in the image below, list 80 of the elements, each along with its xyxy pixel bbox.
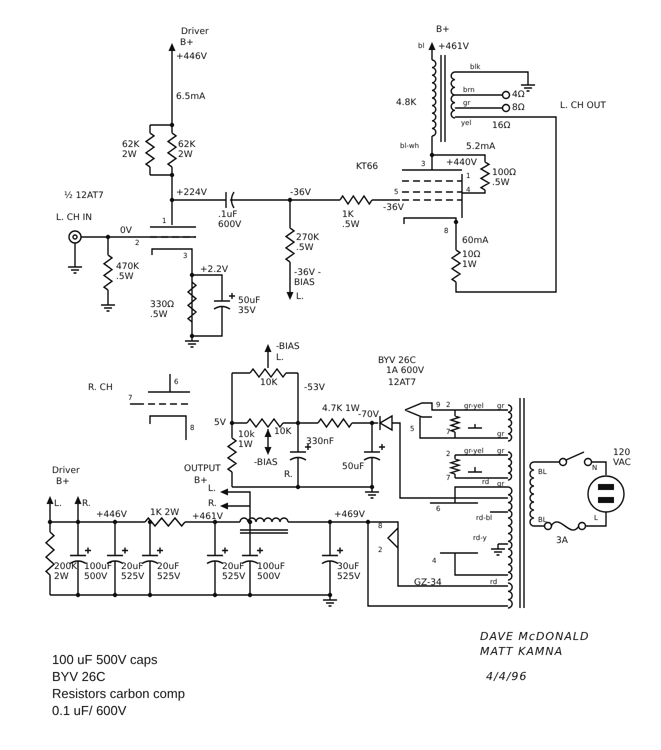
voltage-label: +2.2V [200, 265, 228, 275]
component-value: 1A 600V [386, 366, 424, 376]
voltage-label: +446V [176, 52, 207, 62]
component-value: 10Ω 1W [462, 250, 482, 270]
component-value: 8Ω [512, 103, 525, 113]
voltage-label: -36V [383, 203, 404, 213]
circuit-label: L. [296, 292, 304, 302]
circuit-label: OUTPUT [184, 464, 221, 474]
component-value: 20uF 525V [222, 562, 246, 582]
circuit-label: L. [208, 484, 216, 494]
note: 100 uF 500V caps [52, 652, 158, 667]
voltage-label: +446V [96, 510, 127, 520]
component-value: 1K 2W [150, 508, 180, 518]
note: BYV 26C [52, 669, 106, 684]
circuit-label: ½ 12AT7 [64, 191, 104, 201]
circuit-label: Driver [181, 27, 209, 37]
circuit-label: R. [208, 499, 217, 509]
circuit-label: R. [284, 470, 293, 480]
voltage-label: 5V [214, 418, 226, 428]
signature: DAVE McDONALD [480, 630, 590, 643]
voltage-label: 6.5mA [176, 92, 206, 102]
voltage-label: +461V [438, 42, 469, 52]
circuit-label: R. [82, 499, 91, 509]
circuit-label: KT66 [356, 162, 378, 172]
circuit-label: 12AT7 [388, 378, 416, 388]
voltage-label: +461V [192, 512, 223, 522]
circuit-label: BYV 26C [378, 356, 416, 366]
component-value: 100Ω .5W [492, 168, 518, 188]
voltage-label: -BIAS [254, 458, 278, 468]
circuit-label: B+ [194, 476, 208, 486]
component-value: 10K [274, 427, 292, 437]
circuit-label: GZ-34 [414, 578, 442, 588]
component-value: 470K .5W [116, 262, 140, 282]
component-value: 270K .5W [296, 233, 320, 253]
note: Resistors carbon comp [52, 686, 185, 701]
component-value: 330Ω .5W [150, 300, 176, 320]
signature: MATT KAMNA [480, 645, 564, 658]
component-value: 100uF 500V [84, 562, 114, 582]
date: 4/4/96 [486, 670, 528, 683]
circuit-label: L. [54, 499, 62, 509]
voltage-label: 60mA [462, 236, 488, 246]
circuit-label: B+ [56, 477, 70, 487]
component-value: 62K 2W [178, 140, 196, 160]
voltage-label: -36V -BIAS [294, 268, 322, 288]
voltage-label: 120 VAC [613, 448, 632, 468]
component-value: 4Ω [512, 90, 525, 100]
component-value: 20uF 525V [157, 562, 182, 582]
component-value: 100uF 500V [257, 562, 286, 582]
voltage-label: -36V [290, 188, 311, 198]
voltage-label: 0V [120, 226, 132, 236]
component-value: 16Ω [492, 121, 510, 131]
component-value: 4.8K [396, 98, 416, 108]
voltage-label: +469V [334, 510, 365, 520]
component-value: 1K .5W [342, 210, 360, 230]
circuit-label: Driver [52, 466, 80, 476]
voltage-label: 5.2mA [466, 142, 496, 152]
component-value: 20uF 525V [121, 562, 146, 582]
component-value: 330nF [306, 437, 334, 447]
component-value: 3A [556, 536, 568, 546]
circuit-label: L. [276, 353, 284, 363]
component-value: 62K 2W [122, 140, 140, 160]
circuit-label: R. CH [88, 383, 113, 393]
circuit-label: B+ [436, 25, 450, 35]
circuit-label: L. CH OUT [560, 101, 606, 111]
voltage-label: -70V [358, 410, 379, 420]
component-value: 10k 1W [238, 430, 256, 450]
circuit-label: L. CH IN [56, 213, 92, 223]
voltage-label: -53V [304, 383, 325, 393]
note: 0.1 uF/ 600V [52, 703, 126, 718]
voltage-label: +440V [446, 158, 477, 168]
component-value: 50uF 35V [238, 296, 262, 316]
circuit-label: B+ [180, 38, 194, 48]
component-value: 50uF [342, 462, 364, 472]
component-value: 4.7K 1W [322, 404, 360, 414]
component-value: 200K 2W [54, 562, 78, 582]
component-value: 10K [260, 378, 278, 388]
component-value: .1uF 600V [218, 210, 242, 230]
component-value: 30uF 525V [337, 562, 362, 582]
voltage-label: -BIAS [276, 342, 300, 352]
voltage-label: +224V [176, 188, 207, 198]
